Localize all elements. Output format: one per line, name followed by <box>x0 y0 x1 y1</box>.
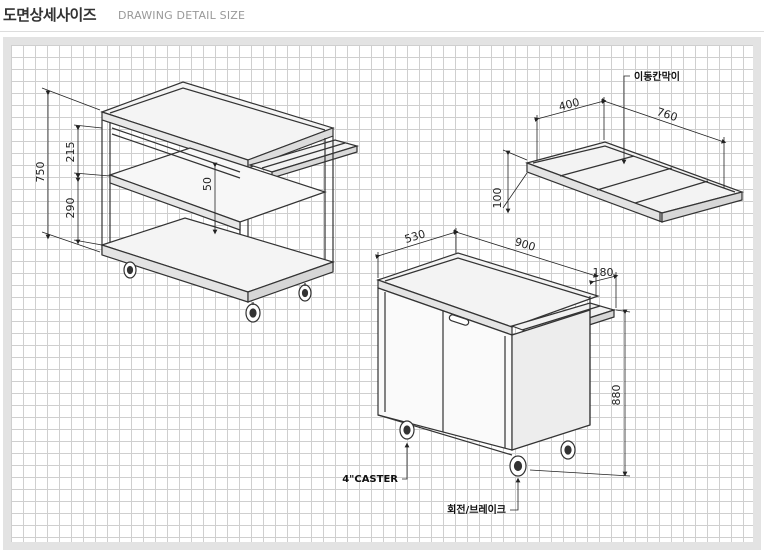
dim-lower: 290 <box>64 198 77 219</box>
dim-shelf-gap: 50 <box>201 177 214 191</box>
dim-divider-width: 760 <box>655 105 679 124</box>
open-cart <box>100 81 360 323</box>
header-divider <box>0 31 764 32</box>
dim-height-total: 750 <box>34 162 47 183</box>
page-title: 도면상세사이즈 <box>3 6 97 24</box>
dim-cabinet-width: 900 <box>513 235 537 254</box>
divider-dimensions <box>502 75 727 214</box>
divider-callout: 이동칸막이 <box>634 70 680 83</box>
cabinet-dimensions <box>375 228 631 511</box>
dim-cabinet-depth: 530 <box>403 227 427 246</box>
dim-cabinet-height: 880 <box>610 385 623 406</box>
dim-divider-height: 100 <box>491 188 504 209</box>
page-header: 도면상세사이즈 DRAWING DETAIL SIZE <box>0 0 764 34</box>
brake-label: 회전/브레이크 <box>447 503 506 516</box>
dim-divider-depth: 400 <box>557 96 581 114</box>
divider-tray <box>525 141 745 223</box>
open-cart-dimensions <box>41 87 218 253</box>
caster-label: 4"CASTER <box>342 474 398 485</box>
page-subtitle: DRAWING DETAIL SIZE <box>118 9 246 22</box>
dim-cabinet-shelf: 180 <box>593 266 614 279</box>
cabinet-cart <box>376 252 617 477</box>
dim-upper: 215 <box>64 142 77 163</box>
